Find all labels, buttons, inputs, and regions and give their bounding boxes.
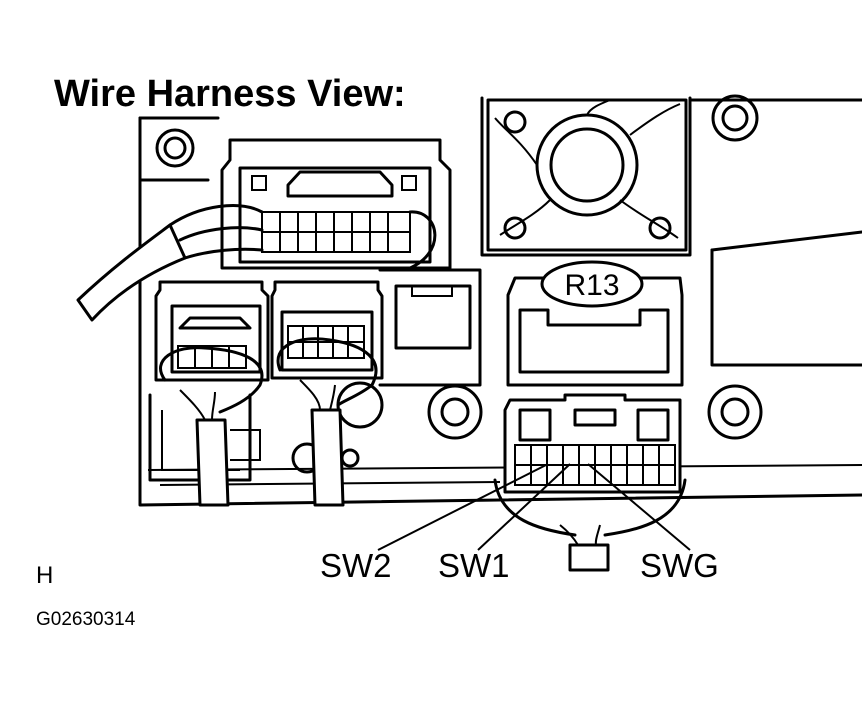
connector-small-square xyxy=(394,284,472,350)
connector-harness-side-pins xyxy=(514,444,676,486)
pin-label-sw2: SW2 xyxy=(320,547,392,584)
connector-top-large xyxy=(220,138,452,270)
leader-sw2 xyxy=(377,463,549,551)
pin-label-sw1: SW1 xyxy=(438,547,510,584)
figure-code: G02630314 xyxy=(36,609,136,630)
connector-r13: R13 xyxy=(506,260,684,387)
leader-sw1 xyxy=(477,463,571,551)
section-letter: H xyxy=(36,562,53,589)
mounting-holes xyxy=(155,94,763,474)
connector-id-badge xyxy=(540,260,644,308)
pin-label-swg: SWG xyxy=(640,547,719,584)
connector-lower-middle xyxy=(270,280,384,380)
wire-harnesses xyxy=(76,204,687,572)
connector-id-label: R13 xyxy=(564,269,619,302)
leader-swg xyxy=(587,463,691,551)
diagram-title: Wire Harness View: xyxy=(54,73,406,115)
connector-lower-left xyxy=(154,280,270,382)
pin-leader-lines xyxy=(377,463,691,551)
connector-harness-side xyxy=(503,393,682,494)
cooling-fan-icon xyxy=(486,98,688,252)
connector-top-pins xyxy=(261,211,411,253)
